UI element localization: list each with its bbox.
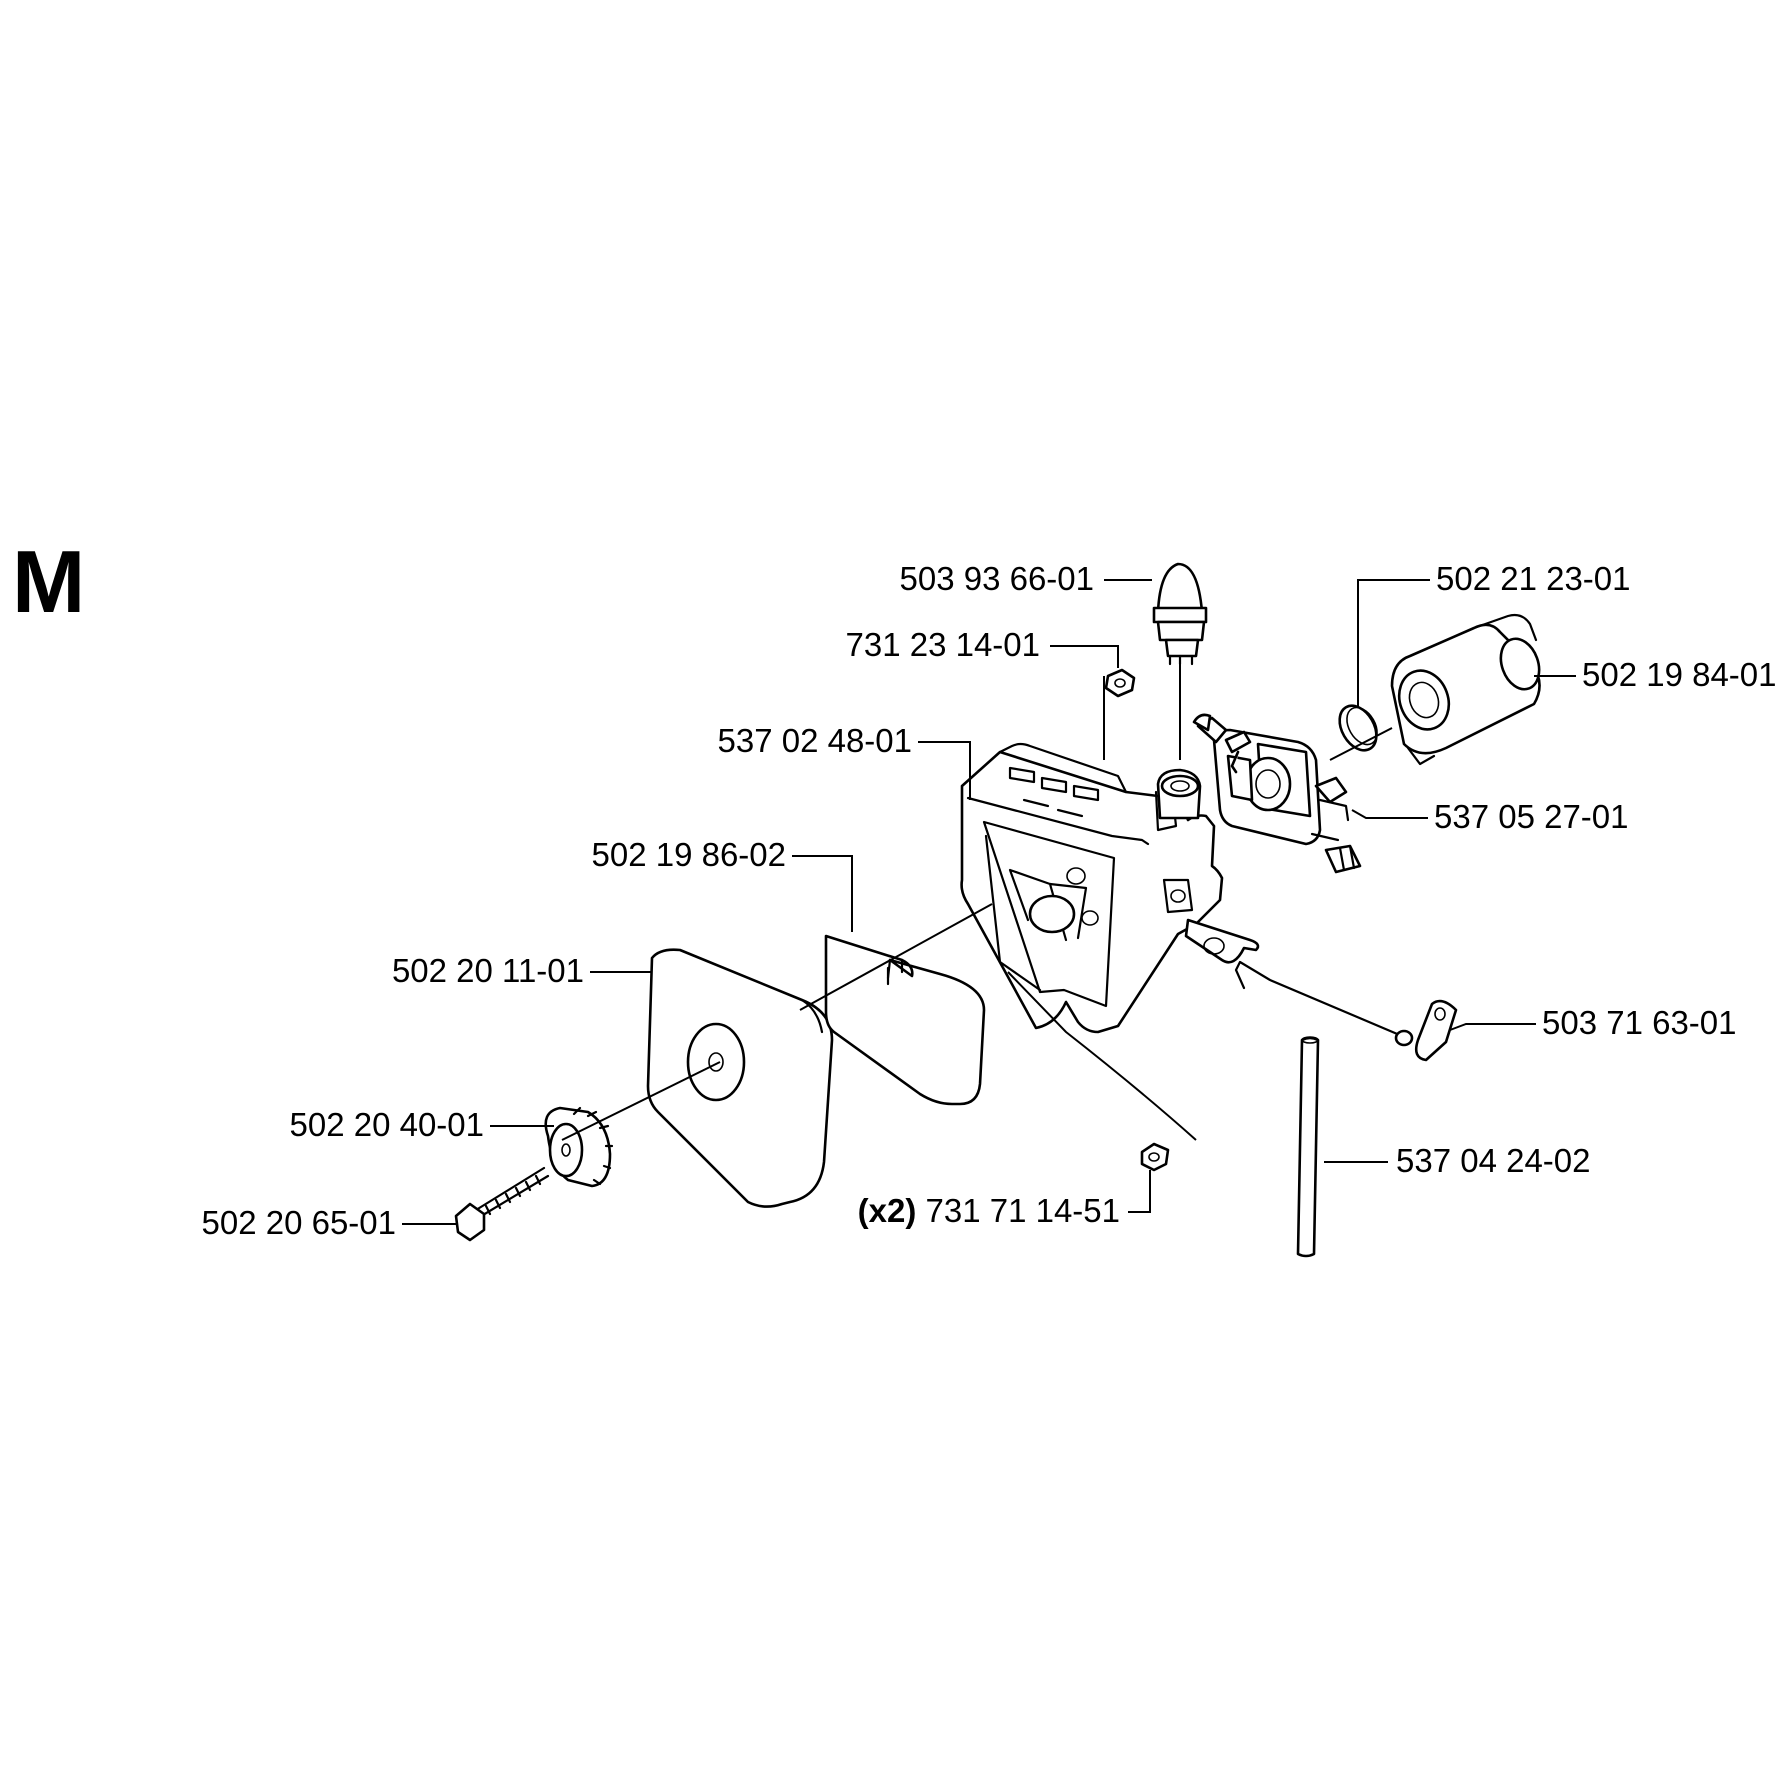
assembly-lines — [561, 664, 1393, 1141]
screw-part — [454, 1166, 550, 1242]
air-filter-cover-part — [646, 948, 834, 1208]
label-air-filter-holder: 537 02 48-01 — [717, 722, 912, 759]
label-primer-bulb: 503 93 66-01 — [899, 560, 1094, 597]
nut-top-part — [1104, 668, 1136, 698]
label-screw: 502 20 65-01 — [201, 1204, 396, 1241]
label-clamp-ring: 502 21 23-01 — [1436, 560, 1631, 597]
label-fuel-hose: 537 04 24-02 — [1396, 1142, 1591, 1179]
air-filter-holder-part — [960, 742, 1260, 1034]
label-nut-bottom-number: 731 71 14-51 — [925, 1192, 1120, 1229]
nut-bottom-part — [1140, 1142, 1170, 1172]
clamp-ring-part — [1338, 704, 1378, 752]
label-intake-manifold: 502 19 84-01 — [1582, 656, 1777, 693]
choke-rod-part — [1234, 960, 1458, 1062]
intake-manifold-part — [1390, 613, 1541, 766]
label-carburetor: 537 05 27-01 — [1434, 798, 1629, 835]
section-letter: M — [12, 532, 85, 631]
label-choke-rod: 503 71 63-01 — [1542, 1004, 1737, 1041]
filter-insert-part — [824, 934, 986, 1106]
label-filter-cover: 502 20 11-01 — [392, 952, 584, 989]
label-nut-top: 731 23 14-01 — [845, 626, 1040, 663]
carburetor-part — [1192, 713, 1362, 874]
fuel-hose-part — [1296, 1036, 1320, 1258]
label-nut-bottom: (x2) 731 71 14-51 — [858, 1192, 1120, 1229]
label-knob: 502 20 40-01 — [289, 1106, 484, 1143]
primer-bulb-part — [1152, 562, 1208, 666]
label-nut-bottom-qty: (x2) — [858, 1192, 917, 1229]
knob-part — [544, 1106, 614, 1188]
leader-lines — [402, 579, 1576, 1225]
label-filter-insert: 502 19 86-02 — [591, 836, 786, 873]
